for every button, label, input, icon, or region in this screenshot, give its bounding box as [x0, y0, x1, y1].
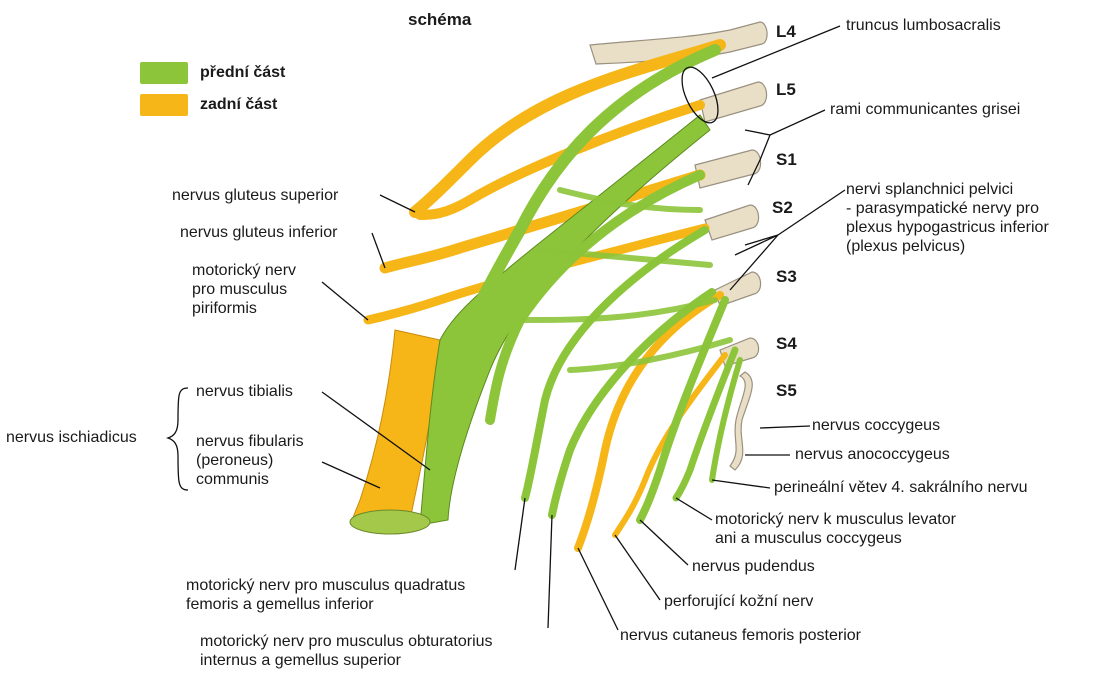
label-anococcygeus: nervus anococcygeus: [795, 445, 950, 464]
label-piriformis: motorický nerv pro musculus piriformis: [192, 261, 296, 318]
label-gluteus-inferior: nervus gluteus inferior: [180, 223, 337, 242]
leader-gl-inf: [372, 233, 385, 268]
root-label-s2: S2: [772, 198, 793, 217]
root-label-s3: S3: [776, 267, 797, 286]
legend-label-anterior: přední část: [200, 63, 285, 82]
leader-gl-sup: [380, 195, 415, 212]
label-obturatorius-line: motorický nerv pro musculus obturatorius: [200, 632, 493, 651]
label-ischiadicus: nervus ischiadicus: [6, 428, 137, 447]
leader-cutaneus: [578, 548, 618, 630]
root-label-s1: S1: [776, 150, 797, 169]
leader-coccygeus: [760, 426, 810, 428]
label-quadratus: motorický nerv pro musculus quadratus fe…: [186, 576, 465, 614]
legend-swatch-posterior: [140, 94, 188, 116]
legend-label-posterior: zadní část: [200, 95, 277, 114]
label-quadratus-line: femoris a gemellus inferior: [186, 595, 465, 614]
label-splanch-line: - parasympatické nervy pro: [846, 199, 1049, 218]
posterior-division-nerves: [368, 45, 725, 548]
leader-rami: [745, 110, 825, 185]
label-levator: motorický nerv k musculus levator ani a …: [715, 510, 956, 548]
label-piriformis-line: pro musculus: [192, 280, 296, 299]
leader-perforujici: [615, 535, 660, 600]
root-stump-l5: [700, 82, 767, 122]
label-rami: rami communicantes grisei: [830, 100, 1020, 119]
root-label-s5: S5: [776, 381, 797, 400]
label-fibularis-line: communis: [196, 470, 304, 489]
sciatic-cut-end: [350, 510, 430, 534]
leader-levator: [676, 498, 712, 520]
label-cutaneus: nervus cutaneus femoris posterior: [620, 626, 861, 645]
label-splanch-line: plexus hypogastricus inferior: [846, 218, 1049, 237]
label-quadratus-line: motorický nerv pro musculus quadratus: [186, 576, 465, 595]
root-stump-s1: [695, 150, 761, 188]
label-perineal: perineální větev 4. sakrálního nervu: [774, 478, 1027, 497]
label-truncus: truncus lumbosacralis: [846, 16, 1001, 35]
label-levator-line: ani a musculus coccygeus: [715, 529, 956, 548]
root-label-l4: L4: [776, 22, 796, 41]
leader-perineal: [712, 480, 770, 488]
label-tibialis: nervus tibialis: [196, 382, 293, 401]
label-fibularis-line: nervus fibularis: [196, 432, 304, 451]
leader-pudendus: [640, 520, 688, 565]
label-splanch: nervi splanchnici pelvici - parasympatic…: [846, 180, 1049, 256]
leader-quadratus: [515, 498, 525, 570]
root-label-s4: S4: [776, 334, 797, 353]
ischiadicus-brace: [168, 388, 188, 490]
label-levator-line: motorický nerv k musculus levator: [715, 510, 956, 529]
label-obturatorius: motorický nerv pro musculus obturatorius…: [200, 632, 493, 670]
label-splanch-line: nervi splanchnici pelvici: [846, 180, 1049, 199]
leader-obturatorius: [548, 515, 552, 628]
label-fibularis: nervus fibularis (peroneus) communis: [196, 432, 304, 489]
root-label-l5: L5: [776, 80, 796, 99]
label-coccygeus: nervus coccygeus: [812, 416, 940, 435]
label-piriformis-line: motorický nerv: [192, 261, 296, 280]
label-gluteus-superior: nervus gluteus superior: [172, 186, 338, 205]
diagram-title: schéma: [408, 10, 471, 29]
label-piriformis-line: piriformis: [192, 299, 296, 318]
label-perforujici: perforující kožní nerv: [664, 592, 813, 611]
root-stump-s2: [705, 205, 759, 240]
label-obturatorius-line: internus a gemellus superior: [200, 651, 493, 670]
label-splanch-line: (plexus pelvicus): [846, 237, 1049, 256]
label-fibularis-line: (peroneus): [196, 451, 304, 470]
label-pudendus: nervus pudendus: [692, 557, 815, 576]
legend-swatch-anterior: [140, 62, 188, 84]
levator-ani-nerve: [676, 350, 735, 498]
leader-piriformis: [322, 282, 368, 320]
